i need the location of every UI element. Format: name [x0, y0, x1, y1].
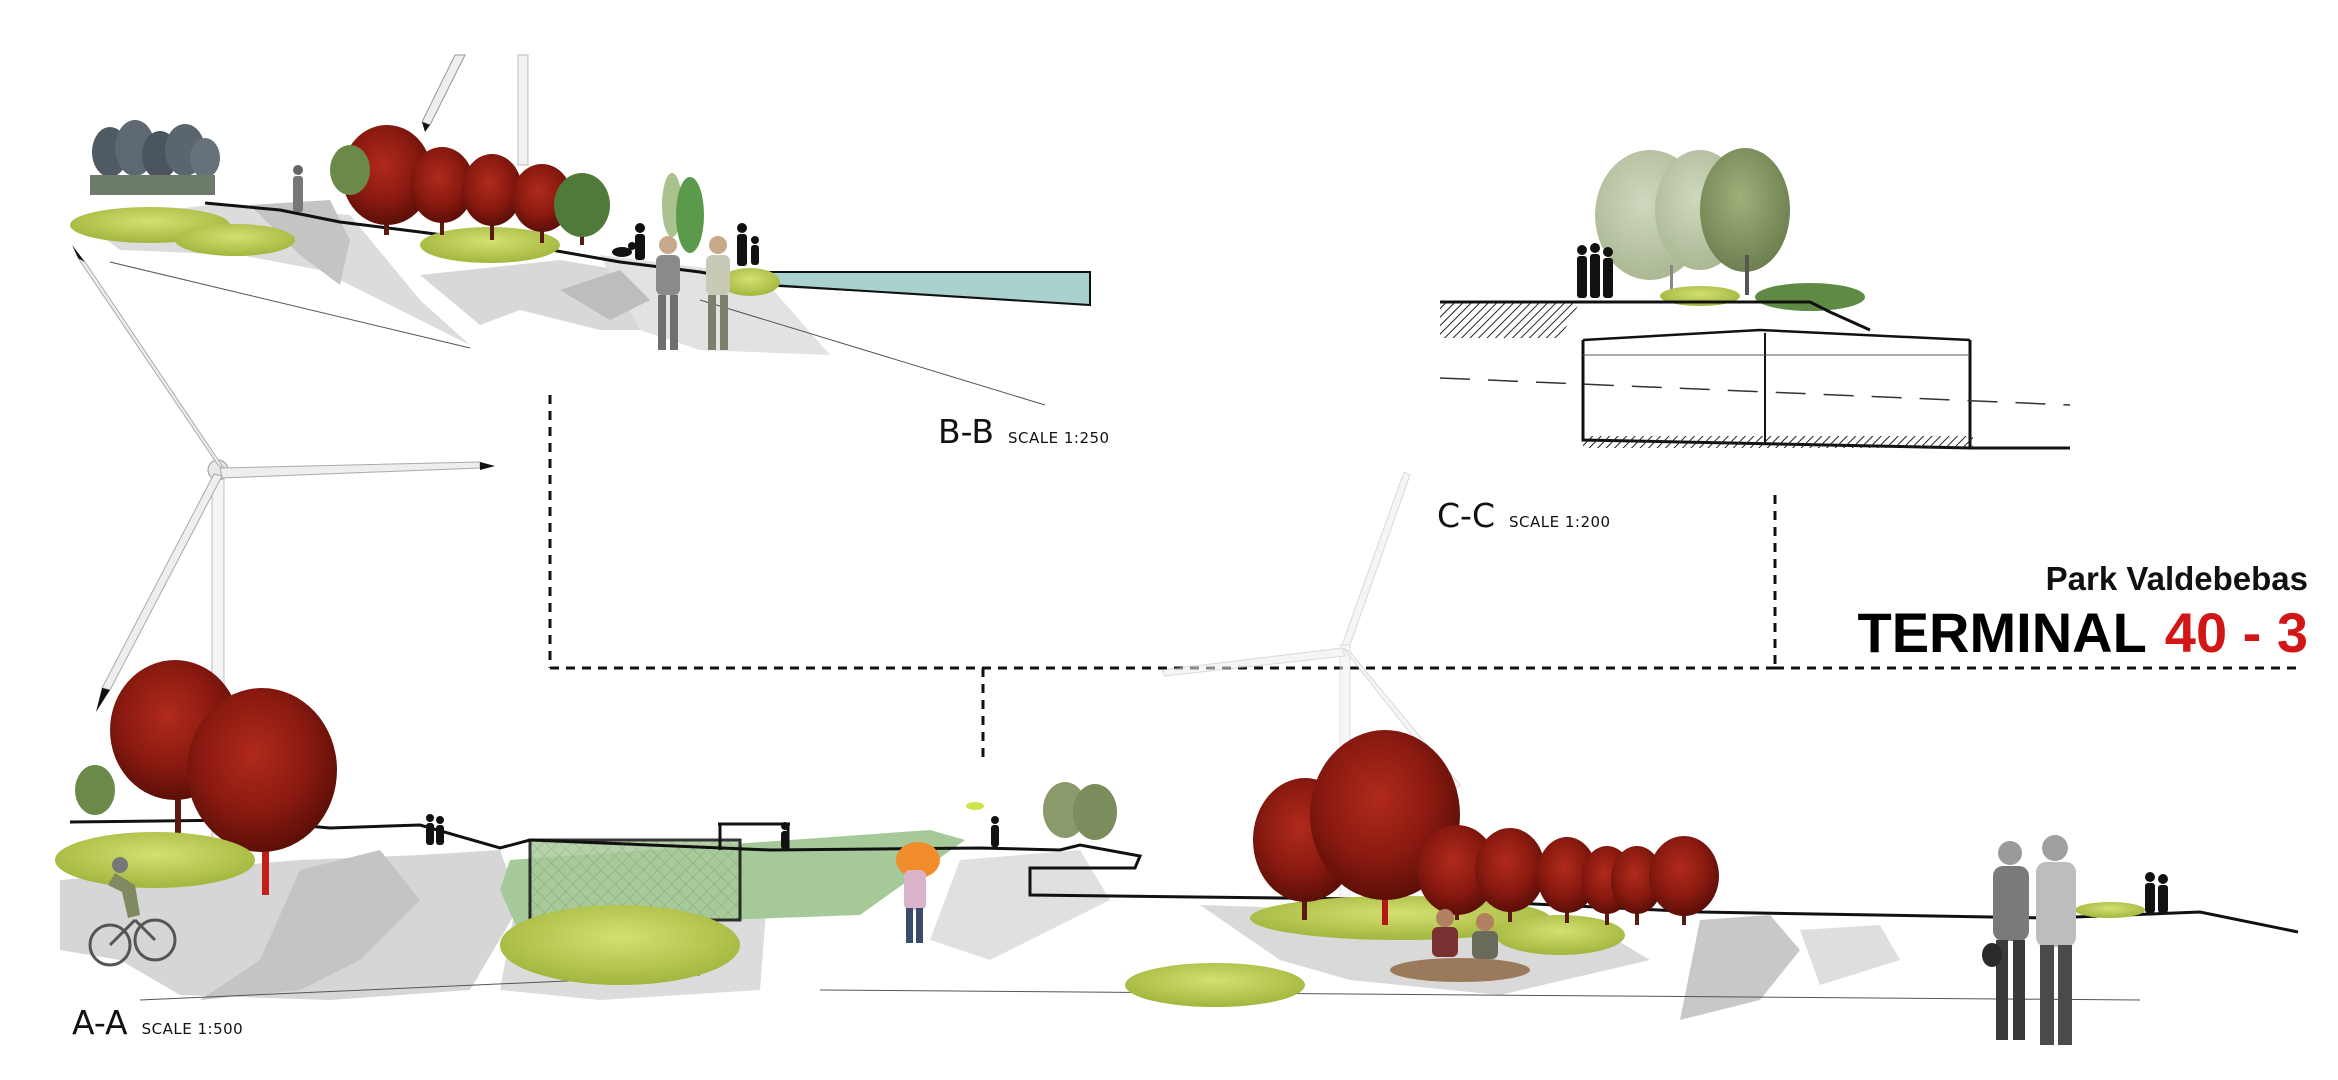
building-outline — [1581, 340, 1972, 450]
building-floor — [1583, 436, 1973, 448]
tree-icon — [1417, 825, 1497, 920]
ground-plane — [560, 270, 650, 320]
cyclist-icon — [88, 857, 177, 967]
title-block: TERMINAL 40 - 3 — [1858, 600, 2309, 665]
frisbee-icon — [966, 802, 984, 810]
title-number: 40 - 3 — [2164, 601, 2308, 664]
tree-icon — [554, 173, 610, 245]
person-icon — [1390, 909, 1530, 982]
person-icon — [1590, 243, 1600, 298]
person-icon — [2036, 835, 2076, 1045]
tree-icon — [410, 147, 474, 235]
tree-icon — [1611, 846, 1663, 925]
wind-turbine-icon — [421, 54, 529, 166]
building-roof — [1582, 328, 1971, 342]
person-icon — [1577, 245, 1587, 298]
ground-line — [699, 299, 1046, 406]
tree-icon — [462, 154, 522, 240]
person-icon — [991, 816, 999, 847]
tree-trunk — [1745, 255, 1749, 295]
project-name: Park Valdebebas — [2045, 560, 2308, 597]
person-icon — [706, 236, 730, 350]
ground-plane — [1680, 915, 1800, 1020]
shrub — [2075, 902, 2145, 918]
ground-plane — [250, 200, 350, 285]
ground-plane — [930, 850, 1110, 960]
ground-plane — [200, 850, 420, 1000]
tree-icon — [187, 688, 337, 895]
person-icon — [781, 822, 789, 849]
person-icon — [635, 223, 645, 260]
shrub — [55, 832, 255, 888]
section-code: C-C — [1437, 496, 1495, 535]
person-icon — [656, 236, 680, 350]
section-scale: SCALE 1:500 — [141, 1020, 244, 1038]
person-icon — [426, 814, 434, 845]
section-code: A-A — [72, 1003, 128, 1042]
tree-trunk — [1670, 265, 1673, 295]
person-icon — [436, 816, 444, 845]
shrub — [1755, 283, 1865, 311]
shrub — [420, 227, 560, 263]
section-aa — [55, 660, 2299, 1045]
ground-plane — [1800, 925, 1900, 985]
ground-line — [1440, 300, 1871, 332]
shrub — [1125, 963, 1305, 1007]
tree-icon — [75, 765, 115, 815]
ground-hatch — [1440, 302, 1580, 338]
title-main: TERMINAL — [1857, 601, 2147, 664]
section-bb — [70, 54, 1091, 406]
section-scale: SCALE 1:200 — [1509, 513, 1611, 531]
section-scale: SCALE 1:250 — [1008, 429, 1110, 447]
water-body — [769, 271, 1091, 307]
ground-line — [109, 261, 471, 349]
person-icon — [896, 842, 940, 943]
ground-dash — [1439, 377, 2071, 406]
dog-icon — [612, 242, 636, 257]
tree-row — [1253, 730, 1719, 925]
shrub — [175, 224, 295, 256]
person-icon — [2145, 872, 2155, 913]
person-icon — [1982, 841, 2029, 1040]
tree-icon — [90, 120, 220, 195]
tree-row — [330, 125, 610, 245]
tree-icon — [1475, 828, 1545, 922]
tree-icon — [330, 145, 370, 195]
tree-icon — [1537, 837, 1597, 923]
section-code: B-B — [938, 412, 995, 451]
ground-line — [69, 818, 2299, 934]
tree-icon — [1649, 836, 1719, 925]
shrub — [500, 905, 740, 985]
ground-line — [819, 989, 2141, 1001]
shrub — [720, 268, 780, 296]
tree-icon — [342, 125, 432, 235]
section-connector — [548, 395, 2298, 760]
section-label-cc: C-C SCALE 1:200 — [1437, 496, 1611, 535]
section-cc — [1439, 148, 2071, 450]
section-label-aa: A-A SCALE 1:500 — [72, 1003, 243, 1042]
person-icon — [1603, 247, 1613, 298]
person-icon — [751, 236, 759, 265]
person-icon — [293, 165, 303, 212]
tree-icon — [1700, 148, 1790, 272]
section-label-bb: B-B SCALE 1:250 — [938, 412, 1110, 451]
person-icon — [737, 223, 747, 266]
wind-turbine-icon — [72, 245, 495, 851]
tree-icon — [676, 177, 704, 253]
person-icon — [2158, 874, 2168, 913]
shrub — [1495, 915, 1625, 955]
